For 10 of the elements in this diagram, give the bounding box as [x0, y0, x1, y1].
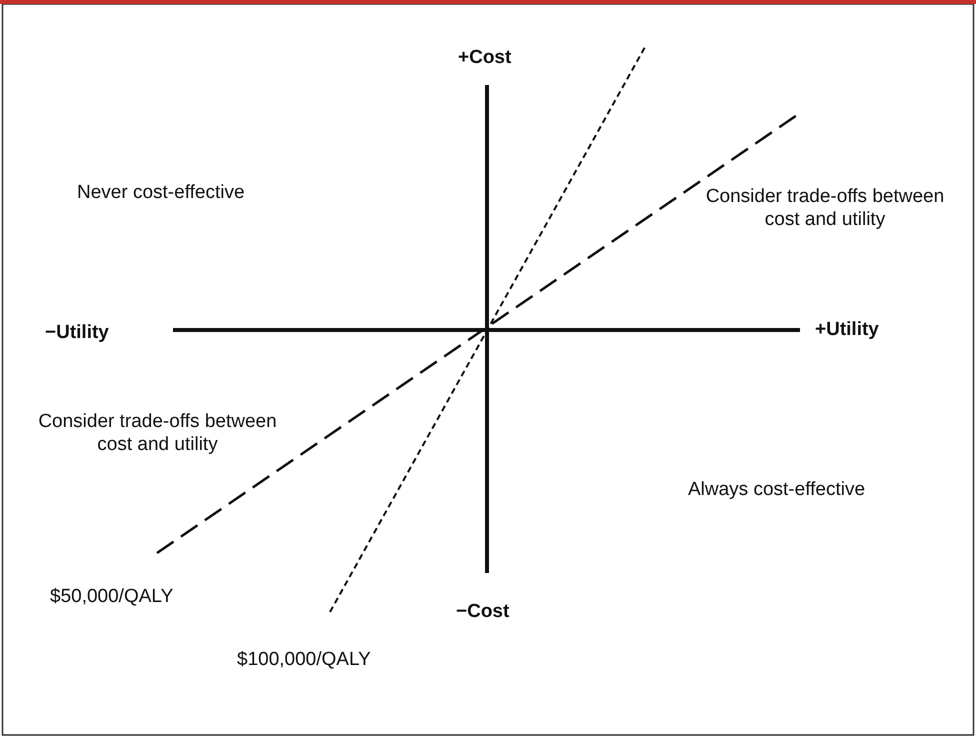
region-label: Always cost-effective — [688, 478, 866, 501]
region-label: Consider trade-offs between cost and utility — [37, 410, 278, 456]
threshold-label: $50,000/QALY — [50, 585, 174, 608]
threshold-label: $100,000/QALY — [237, 648, 371, 671]
axis-label: +Utility — [815, 318, 879, 341]
axis-label: −Cost — [456, 600, 510, 623]
axis-label: +Cost — [458, 46, 512, 69]
region-label: Consider trade-offs between cost and utility — [704, 185, 946, 231]
region-label: Never cost-effective — [77, 181, 245, 204]
axis-label: −Utility — [45, 321, 109, 344]
